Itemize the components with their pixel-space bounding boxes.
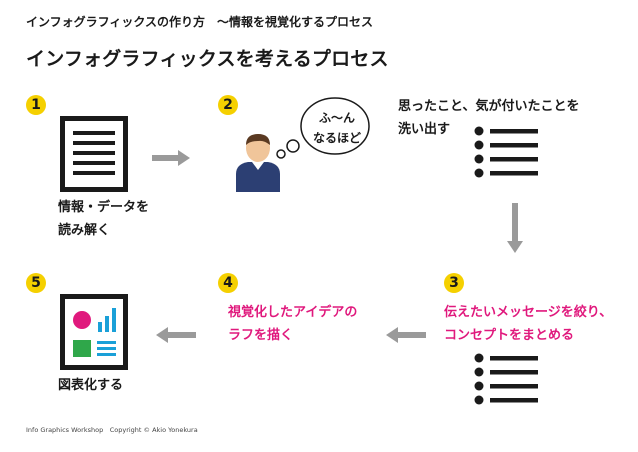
step-2-label: 思ったこと、気が付いたことを 洗い出す [398, 99, 580, 137]
bullet-list-icon-1 [474, 126, 538, 178]
step-3-label: 伝えたいメッセージを絞り、 コンセプトをまとめる [444, 305, 613, 343]
arrow-left-4-5 [156, 327, 196, 343]
document-icon [60, 116, 128, 192]
arrow-down-2-3 [507, 203, 523, 253]
footer-copyright: Info Graphics Workshop Copyright © Akio … [26, 426, 198, 434]
chart-document-icon [60, 294, 128, 370]
person-icon [236, 134, 280, 192]
thought-bubble [276, 97, 370, 159]
bullet-list-icon-2 [474, 353, 538, 405]
arrow-left-3-4 [386, 327, 426, 343]
step-5-label: 図表化する [58, 378, 124, 393]
thought-bubble-text: ふ〜ん なるほど [312, 111, 361, 145]
step-5-badge: 5 [26, 273, 46, 293]
arrow-right-1-2 [152, 150, 190, 166]
header-subtitle: インフォグラフィックスの作り方 〜情報を視覚化するプロセス [26, 15, 374, 29]
step-4-badge: 4 [218, 273, 238, 293]
step-2-badge: 2 [218, 95, 238, 115]
step-3-badge: 3 [444, 273, 464, 293]
step-4-label: 視覚化したアイデアの ラフを描く [228, 305, 358, 343]
step-1-label: 情報・データを 読み解く [58, 200, 150, 238]
page-title: インフォグラフィックスを考えるプロセス [26, 48, 389, 70]
step-1-badge: 1 [26, 95, 46, 115]
